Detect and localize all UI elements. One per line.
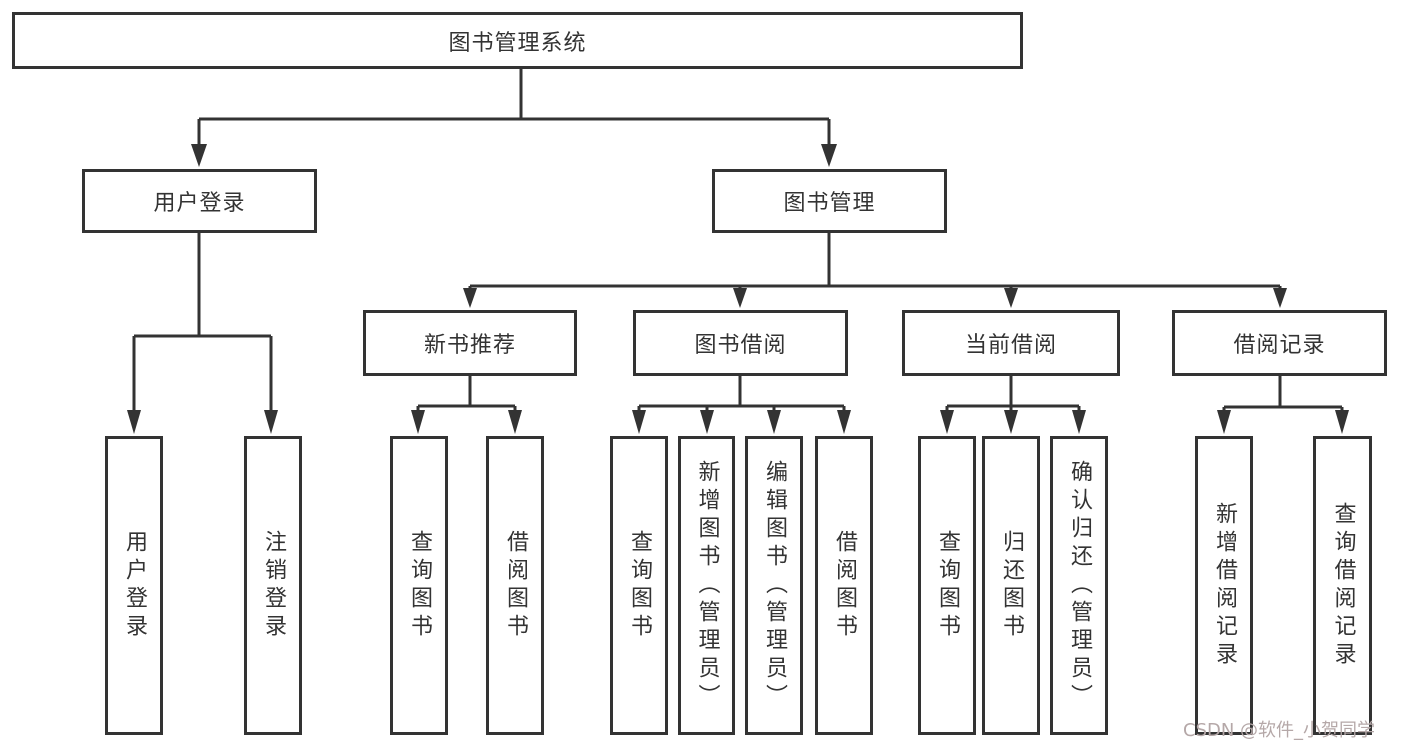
leaf-label: 查询图书 [627,529,652,642]
leaf-label: 确认归还（管理员） [1067,459,1092,712]
arrowhead-icon [1004,288,1018,308]
arrowhead-icon [264,410,278,434]
arrowhead-icon [463,288,477,308]
arrowhead-icon [411,410,425,434]
node-new-book-recommend: 新书推荐 [363,310,577,376]
leaf-label: 编辑图书（管理员） [762,459,787,712]
arrowhead-icon [508,410,522,434]
leaf-edit-book-admin: 编辑图书（管理员） [745,436,803,735]
leaf-user-login: 用户登录 [105,436,163,735]
leaf-query-book-current: 查询图书 [918,436,976,735]
arrowhead-icon [733,288,747,308]
arrowhead-icon [767,410,781,434]
node-current-borrow: 当前借阅 [902,310,1120,376]
arrowhead-icon [940,410,954,434]
leaf-label: 新增借阅记录 [1212,501,1237,670]
arrowhead-icon [1217,410,1231,434]
leaf-add-borrow-record: 新增借阅记录 [1195,436,1253,735]
leaf-label: 借阅图书 [832,529,857,642]
leaf-query-borrow-record: 查询借阅记录 [1313,436,1372,735]
arrowhead-icon [632,410,646,434]
arrowhead-icon [1072,410,1086,434]
arrowhead-icon [191,144,207,167]
arrowhead-icon [1335,410,1349,434]
leaf-label: 归还图书 [999,529,1024,642]
leaf-return-book: 归还图书 [982,436,1040,735]
leaf-borrow-book: 借阅图书 [815,436,873,735]
leaf-add-book-admin: 新增图书（管理员） [678,436,735,735]
leaf-label: 查询图书 [935,529,960,642]
leaf-borrow-book-recommend: 借阅图书 [486,436,544,735]
leaf-label: 新增图书（管理员） [694,459,720,712]
node-book-borrow: 图书借阅 [633,310,848,376]
leaf-label: 借阅图书 [503,529,528,642]
leaf-label: 用户登录 [122,529,147,642]
node-borrow-records: 借阅记录 [1172,310,1387,376]
leaf-label: 查询借阅记录 [1330,501,1356,670]
watermark: CSDN @软件_小贺同学 [1183,720,1376,741]
arrowhead-icon [1004,410,1018,434]
arrowhead-icon [700,410,714,434]
node-book-management: 图书管理 [712,169,947,233]
leaf-logout-login: 注销登录 [244,436,302,735]
arrowhead-icon [821,144,837,167]
node-user-login: 用户登录 [82,169,317,233]
leaf-query-book-borrow: 查询图书 [610,436,668,735]
leaf-label: 注销登录 [261,529,286,642]
node-root: 图书管理系统 [12,12,1023,69]
leaf-query-book-recommend: 查询图书 [390,436,448,735]
arrowhead-icon [127,410,141,434]
arrowhead-icon [837,410,851,434]
leaf-label: 查询图书 [407,529,432,642]
arrowhead-icon [1273,288,1287,308]
leaf-confirm-return-admin: 确认归还（管理员） [1050,436,1108,735]
